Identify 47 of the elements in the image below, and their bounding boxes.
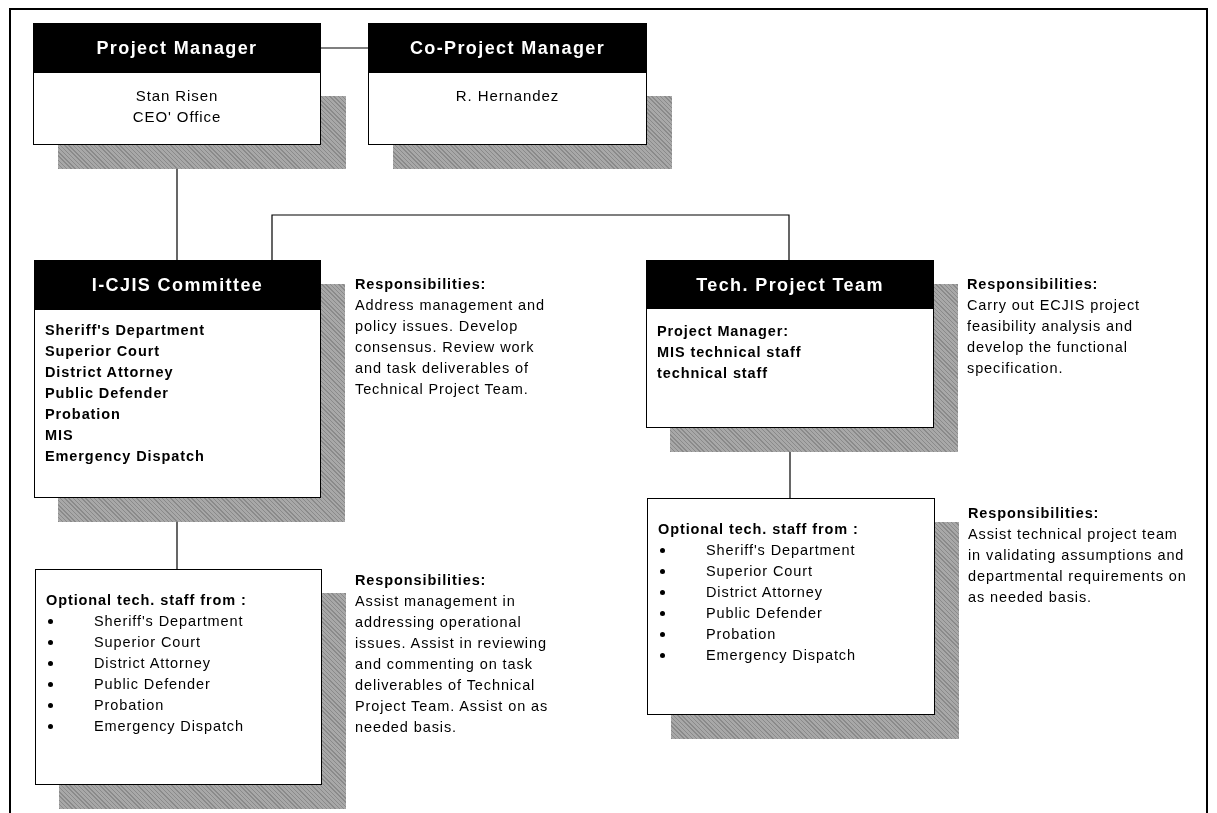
member-text: Sheriff's Department xyxy=(45,321,207,340)
list-heading: Optional tech. staff from : xyxy=(46,591,248,610)
box-header: I-CJIS Committee xyxy=(35,261,320,310)
list-item: Probation xyxy=(658,624,924,645)
org-box xyxy=(35,569,322,785)
list-item: Emergency Dispatch xyxy=(46,716,311,737)
box-header: Co-Project Manager xyxy=(369,24,646,73)
responsibilities-heading: Responsibilities: xyxy=(355,275,488,294)
responsibilities-heading: Responsibilities: xyxy=(968,504,1101,523)
org-box xyxy=(647,498,935,715)
org-box xyxy=(368,23,647,145)
connector-line xyxy=(271,214,790,261)
list-item: District Attorney xyxy=(658,582,924,603)
list-item: Public Defender xyxy=(46,674,311,695)
member-text: Stan Risen xyxy=(134,86,220,106)
member-text: Emergency Dispatch xyxy=(45,447,206,466)
member-text: R. Hernandez xyxy=(454,86,561,106)
member-text: District Attorney xyxy=(45,363,175,382)
responsibilities-heading: Responsibilities: xyxy=(967,275,1100,294)
list-item: Public Defender xyxy=(658,603,924,624)
list-item: Emergency Dispatch xyxy=(658,645,924,666)
connector-line xyxy=(320,47,369,49)
list-item: Superior Court xyxy=(658,561,924,582)
member-text: Probation xyxy=(45,405,122,424)
list-item: Sheriff's Department xyxy=(46,611,311,632)
member-text: CEO' Office xyxy=(131,107,223,127)
responsibilities-text: Carry out ECJIS project feasibility analysis and develop the functional specification. xyxy=(967,296,1141,378)
list-heading: Optional tech. staff from : xyxy=(658,520,860,539)
member-text: Project Manager: xyxy=(657,322,791,341)
member-text: Superior Court xyxy=(45,342,161,361)
member-text: Public Defender xyxy=(45,384,170,403)
box-header: Tech. Project Team xyxy=(647,261,933,309)
member-text: technical staff xyxy=(657,364,769,383)
org-box xyxy=(646,260,934,428)
org-box xyxy=(34,260,321,498)
member-text: MIS technical staff xyxy=(657,343,803,362)
box-header: Project Manager xyxy=(34,24,320,73)
list-item: Superior Court xyxy=(46,632,311,653)
responsibilities-text: Assist technical project team in validating assumptions and departmental requirements on as needed basis. xyxy=(968,525,1188,607)
responsibilities-text: Assist management in addressing operational issues. Assist in reviewing and commenting on task deliverables of Technical Project Team. Assist on as needed basis. xyxy=(355,592,550,737)
responsibilities-heading: Responsibilities: xyxy=(355,571,488,590)
member-text: MIS xyxy=(45,426,75,445)
responsibilities-text: Address management and policy issues. Develop consensus. Review work and task deliverables of Technical Project Team. xyxy=(355,296,546,399)
list-item: Sheriff's Department xyxy=(658,540,924,561)
list-item: Probation xyxy=(46,695,311,716)
list-item: District Attorney xyxy=(46,653,311,674)
org-box xyxy=(33,23,321,145)
